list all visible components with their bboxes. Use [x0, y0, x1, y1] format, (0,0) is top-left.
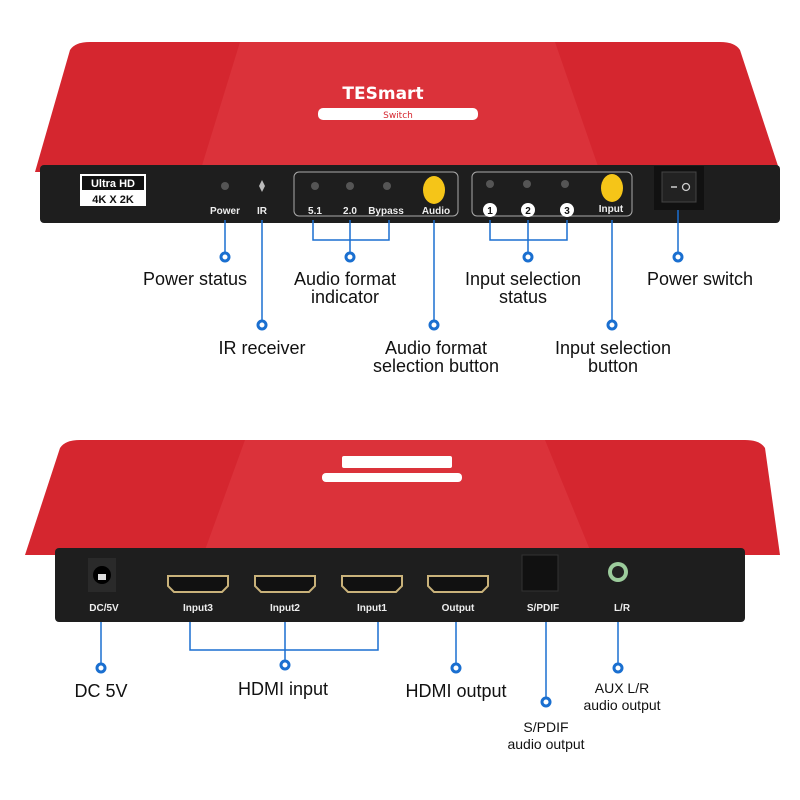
- callout-line: status: [498, 287, 548, 307]
- audio-button[interactable]: [423, 176, 445, 204]
- panel-label-spdif: S/PDIF: [527, 603, 559, 614]
- panel-label-51: 5.1: [308, 206, 322, 217]
- panel-label-input1: Input1: [357, 603, 387, 614]
- panel-label-input3: Input3: [183, 603, 213, 614]
- callout-line: Audio format: [293, 269, 397, 289]
- callout-line: audio output: [583, 697, 661, 713]
- brand-sub: Switch: [383, 111, 413, 121]
- brand-logo: TESmart: [342, 84, 423, 104]
- ultra-hd-badge: Ultra HD: [91, 178, 135, 190]
- panel-label-output: Output: [442, 603, 475, 614]
- callout-line: button: [587, 356, 639, 376]
- callout-line: AUX L/R: [594, 680, 650, 696]
- rear-device: DC/5V Input3 Input2 Input1 Output S/PDIF…: [25, 440, 780, 622]
- brand-logo-rear: [322, 456, 462, 482]
- callout-line: Input selection: [464, 269, 582, 289]
- front-device: TESmart Switch Ultra HD 4K X 2K Power IR…: [35, 42, 780, 223]
- callout-power-switch: Power switch: [646, 269, 754, 289]
- callout-line: Input selection: [554, 338, 672, 358]
- power-switch-icon: [671, 182, 691, 192]
- panel-label-input2: Input2: [270, 603, 300, 614]
- panel-label-input: Input: [599, 204, 624, 215]
- callout-lines: [100, 210, 679, 702]
- panel-label-input-2: 2: [525, 206, 531, 217]
- callout-line: indicator: [310, 287, 380, 307]
- panel-label-input-3: 3: [564, 206, 570, 217]
- callout-line: S/PDIF: [523, 719, 569, 735]
- callout-dots: [95, 251, 684, 708]
- callout-ir-receiver: IR receiver: [218, 338, 306, 358]
- panel-label-20: 2.0: [343, 206, 357, 217]
- callout-power-status: Power status: [142, 269, 248, 289]
- panel-label-audio: Audio: [422, 206, 450, 217]
- panel-label-dc: DC/5V: [89, 603, 119, 614]
- callout-line: Audio format: [384, 338, 488, 358]
- power-switch[interactable]: [661, 171, 697, 203]
- input-button[interactable]: [601, 174, 623, 202]
- ir-sensor-icon: [259, 180, 265, 192]
- panel-label-ir: IR: [257, 206, 268, 217]
- panel-label-lr: L/R: [614, 603, 631, 614]
- panel-label-power: Power: [210, 206, 240, 217]
- panel-label-bypass: Bypass: [368, 206, 404, 217]
- callout-hdmi-output: HDMI output: [405, 681, 507, 701]
- callout-line: audio output: [507, 736, 585, 752]
- callout-hdmi-input: HDMI input: [237, 679, 329, 699]
- callout-line: selection button: [372, 356, 500, 376]
- callout-dc: DC 5V: [74, 681, 128, 701]
- panel-label-input-1: 1: [487, 206, 493, 217]
- 4k-badge: 4K X 2K: [92, 194, 134, 206]
